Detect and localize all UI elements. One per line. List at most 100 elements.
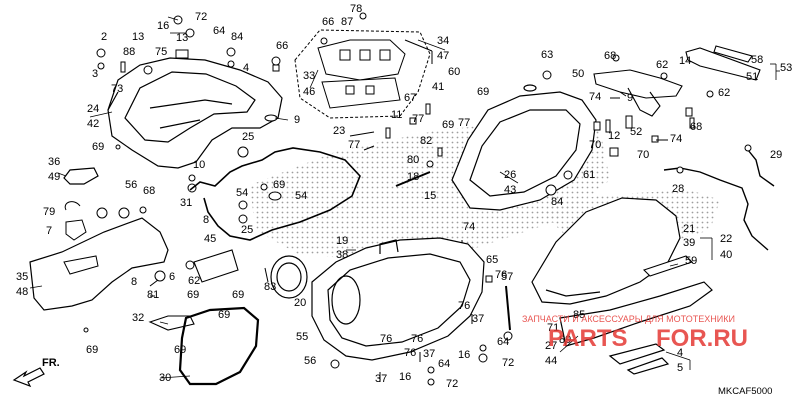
callout-number: 3 (92, 68, 98, 80)
callout-number: 20 (294, 297, 306, 309)
callout-number: 25 (241, 224, 253, 236)
callout-number: 16 (458, 349, 470, 361)
callout-number: 5 (677, 362, 683, 374)
part-case-26 (451, 84, 597, 211)
callout-number: 44 (545, 355, 557, 367)
callout-number: 69 (442, 119, 454, 131)
callout-number: 75 (155, 46, 167, 58)
part-cover-36 (63, 167, 99, 185)
callout-number: 51 (746, 71, 758, 83)
callout-number: 72 (502, 357, 514, 369)
callout-number: 29 (770, 149, 782, 161)
callout-number: 45 (204, 233, 216, 245)
callout-number: 61 (583, 169, 595, 181)
callout-number: 32 (132, 312, 144, 324)
callout-number: 36 (48, 156, 60, 168)
callout-number: 9 (294, 114, 300, 126)
callout-number: 11 (391, 109, 402, 121)
callout-number: 68 (690, 121, 702, 133)
callout-number: 67 (404, 92, 416, 104)
callout-number: 23 (333, 125, 345, 137)
callout-number: 31 (180, 197, 192, 209)
callout-number: 68 (143, 185, 155, 197)
callout-number: 22 (720, 233, 732, 245)
callout-number: 57 (501, 271, 513, 283)
part-bracket-45 (193, 249, 239, 283)
callout-number: 13 (176, 32, 188, 44)
front-direction-arrow: FR. (12, 357, 60, 388)
callout-number: 9 (627, 92, 633, 104)
watermark-brand-suffix: FOR.RU (656, 325, 748, 352)
bolt-6 (149, 270, 166, 287)
callout-number: 41 (432, 81, 444, 93)
callout-number: 81 (147, 289, 159, 301)
callout-number: 21 (683, 223, 695, 235)
callout-number: 54 (295, 190, 307, 202)
callout-number: 53 (780, 62, 792, 74)
callout-number: 33 (303, 70, 315, 82)
part-molding-27 (559, 281, 713, 375)
callout-number: 46 (303, 86, 315, 98)
callout-number: 13 (132, 31, 144, 43)
callout-number: 16 (399, 371, 411, 383)
callout-number: 56 (125, 179, 137, 191)
callout-number: 60 (448, 66, 460, 78)
callout-number: 69 (187, 289, 199, 301)
callout-number: 73 (111, 83, 123, 95)
callout-number: 69 (86, 344, 98, 356)
diagram-code: MKCAF5000 (718, 386, 772, 397)
callout-number: 14 (679, 55, 691, 67)
callout-number: 76 (404, 347, 416, 359)
part-plate-32 (148, 315, 195, 331)
part-latch-7 (64, 201, 87, 241)
callout-number: 6 (169, 271, 175, 283)
part-box-19 (311, 237, 485, 361)
callout-number: 18 (407, 171, 419, 183)
callout-number: 34 (437, 35, 449, 47)
callout-number: 74 (589, 91, 601, 103)
part-tray-33 (294, 29, 431, 119)
callout-number: 65 (486, 254, 498, 266)
callout-number: 26 (504, 169, 516, 181)
callout-number: 62 (188, 275, 200, 287)
callout-number: 84 (231, 31, 243, 43)
callout-number: 74 (670, 133, 682, 145)
part-inner-frame (107, 57, 283, 169)
part-strip-59 (642, 255, 694, 277)
callout-number: 82 (420, 135, 432, 147)
part-lid-21 (531, 197, 681, 305)
callout-number: 88 (123, 46, 135, 58)
callout-number: 69 (218, 309, 230, 321)
callout-number: 37 (375, 373, 387, 385)
callout-number: 58 (751, 54, 763, 66)
watermark-brand-prefix: PARTS (548, 325, 628, 352)
callout-number: 40 (720, 249, 732, 261)
callout-number: 24 (87, 103, 99, 115)
callout-number: 2 (101, 31, 107, 43)
callout-number: 72 (446, 378, 458, 390)
callout-number: 77 (412, 113, 424, 125)
callout-number: 69 (232, 289, 244, 301)
callout-number: 64 (213, 25, 225, 37)
leader-lines (29, 16, 780, 379)
callout-number: 8 (131, 276, 137, 288)
callout-number: 70 (589, 139, 601, 151)
right-hardware (593, 54, 714, 157)
part-cable-31 (189, 147, 361, 241)
callout-number: 19 (336, 235, 348, 247)
callout-number: 74 (463, 221, 475, 233)
part-bracket-50 (593, 45, 761, 117)
watermark-subtitle: ЗАПЧАСТИ И АКСЕССУАРЫ ДЛЯ МОТОТЕХНИКИ (522, 314, 735, 324)
callout-number: 72 (195, 11, 207, 23)
callout-number: 76 (380, 333, 392, 345)
callout-number: 43 (504, 184, 516, 196)
callout-number: 52 (630, 126, 642, 138)
callout-number: 37 (472, 313, 484, 325)
callout-number: 48 (16, 286, 28, 298)
callout-number: 30 (159, 372, 171, 384)
callout-number: 89 (559, 334, 571, 346)
callout-number: 68 (604, 50, 616, 62)
callout-number: 64 (438, 358, 450, 370)
